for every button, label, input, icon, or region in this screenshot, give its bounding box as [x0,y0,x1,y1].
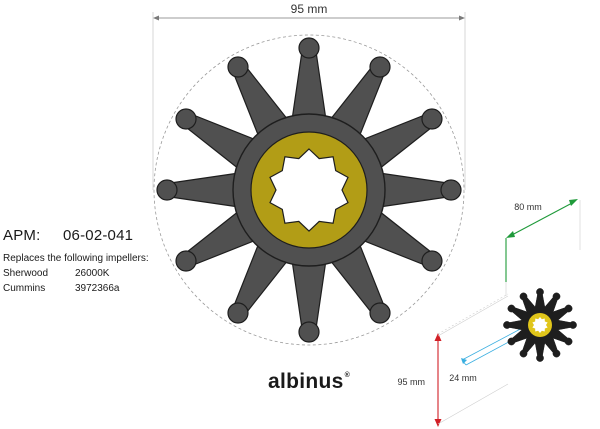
width-arrow-right [459,15,465,21]
thumbnail-vane-tip [564,304,573,313]
thumbnail-vane-tip [503,321,511,329]
vane-tip [227,302,249,324]
impeller-vanes [156,37,462,343]
spline-bore [269,148,349,232]
cross-reference-part-number: 26000K [75,268,110,279]
apm-number: 06-02-041 [63,227,134,244]
impeller-vane [378,172,452,208]
thumbnail-vane-tip [552,349,561,358]
width-dimension: 95 mm [152,2,466,190]
thumbnail-vane-tip [519,349,528,358]
apm-label: APM: [3,227,41,244]
thumbnail-bore [532,317,548,333]
vane-tip [175,108,197,130]
thumbnail-vane-tip [507,304,516,313]
width-arrow-left [153,15,159,21]
diameter-arrow-top [434,333,442,341]
vane-tip [175,250,197,272]
registered-mark: ® [344,372,351,379]
thumb-diameter-label: 95 mm [397,377,425,387]
dimension-thumbnail: 95 mm 80 mm 24 mm [397,199,581,427]
impeller-vane [291,259,327,333]
thumb-bore-label: 24 mm [449,373,477,383]
cross-reference-row: Cummins 3972366a [3,283,120,294]
impeller-vane [291,47,327,121]
vane-tip [421,108,443,130]
bore-arrow [461,358,467,364]
cross-reference-brand: Sherwood [3,268,49,279]
cross-reference-row: Sherwood 26000K [3,268,109,279]
length-line [509,201,575,237]
thumbnail-vane-tip [507,337,516,346]
length-arrow-right [569,199,578,206]
thumbnail-vane-tip [564,337,573,346]
thumbnail-vane-tip [569,321,577,329]
vane-tip [227,56,249,78]
albinus-logo: albinus® [268,370,350,394]
diameter-arrow-bottom [434,419,442,427]
cross-reference-part-number: 3972366a [75,283,120,294]
vane-tip [421,250,443,272]
width-label: 95 mm [291,2,328,16]
thumb-length-label: 80 mm [514,202,542,212]
vane-tip [298,321,320,343]
impeller-vane [166,172,240,208]
vane-tip [369,56,391,78]
vane-tip [156,179,178,201]
logo-text: albinus [268,370,344,393]
cross-reference-brand: Cummins [3,283,46,294]
replaces-heading: Replaces the following impellers: [3,253,149,264]
thumbnail-vane-tip [519,292,528,301]
thumbnail-vane-tip [536,354,544,362]
apm-reference: APM: 06-02-041 [3,227,133,244]
vane-tip [298,37,320,59]
vane-tip [369,302,391,324]
length-arrow-left [506,231,515,238]
thumbnail-vane-tip [552,292,561,301]
outer-diameter-circle [153,34,465,346]
thumbnail-vane-tip [536,288,544,296]
vane-tip [440,179,462,201]
